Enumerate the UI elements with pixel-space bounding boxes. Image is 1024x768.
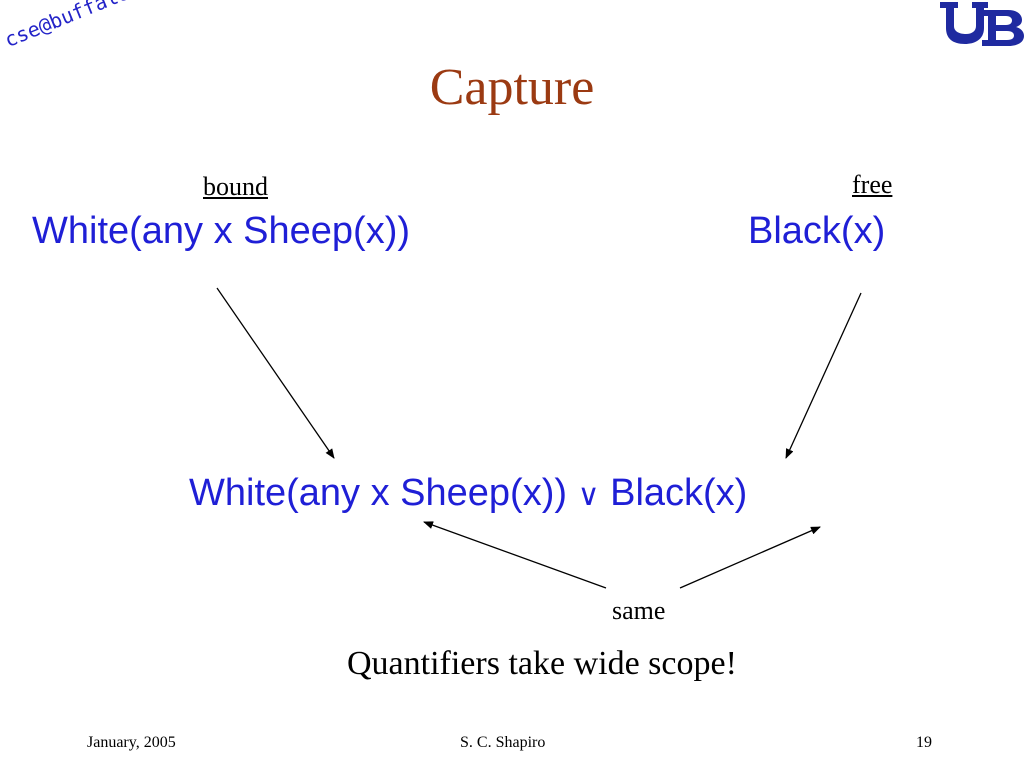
statement-text: Quantifiers take wide scope! (347, 645, 737, 682)
footer-date: January, 2005 (87, 734, 176, 751)
combined-formula: White(any x Sheep(x)) ∨ Black(x) (189, 472, 747, 515)
footer-page-number: 19 (916, 734, 932, 751)
bound-label: bound (203, 172, 268, 201)
arrow-free-down (785, 292, 862, 459)
formula-white-sheep: White(any x Sheep(x)) (32, 210, 411, 252)
same-label: same (612, 596, 666, 625)
combined-formula-right: Black(x) (610, 472, 748, 514)
arrow-bound-down (216, 287, 335, 459)
or-symbol: ∨ (577, 478, 600, 513)
formula-black: Black(x) (748, 210, 886, 252)
arrow-same-right (679, 526, 821, 589)
combined-formula-left: White(any x Sheep(x)) (189, 472, 568, 514)
free-label: free (852, 170, 893, 199)
footer-author: S. C. Shapiro (460, 734, 546, 751)
ub-logo-icon (940, 2, 1024, 46)
page-title: Capture (429, 59, 595, 116)
arrow-same-left (423, 521, 607, 589)
